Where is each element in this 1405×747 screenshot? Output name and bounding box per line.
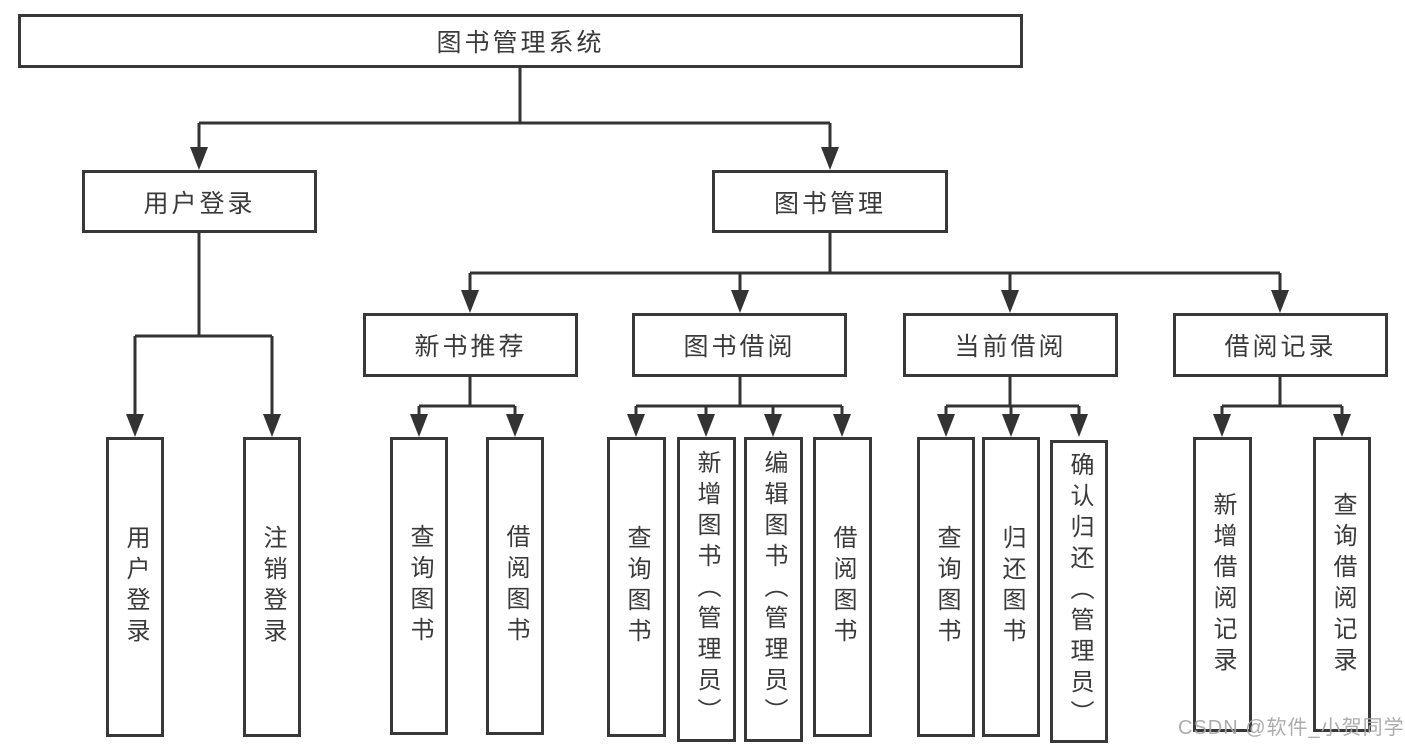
node-book-borrow: 图书借阅 [632,313,847,377]
leaf-confirm-return-admin: 确认归还（管理员） [1050,440,1108,743]
edges-user-login [126,233,281,437]
node-book-management: 图书管理 [712,170,948,233]
leaf-edit-books-admin: 编辑图书（管理员） [744,437,803,742]
leaf-borrow-books-recommend: 借阅图书 [486,437,544,735]
leaf-query-borrow-record: 查询借阅记录 [1313,437,1371,732]
edges-current-borrow [937,377,1088,437]
leaf-borrow-books: 借阅图书 [813,437,872,737]
leaf-return-books: 归还图书 [982,437,1040,737]
leaf-add-borrow-record: 新增借阅记录 [1193,437,1252,732]
edges-borrow-record [1213,377,1351,437]
csdn-watermark: CSDN @软件_小贺同学 [1178,717,1405,739]
leaf-query-books-recommend: 查询图书 [390,437,448,735]
node-user-login: 用户登录 [82,170,317,233]
edges-book-management [461,233,1289,313]
leaf-query-books-current: 查询图书 [917,437,975,737]
edges-book-borrow [627,377,851,437]
edges-root [190,67,839,170]
edges-new-book-recommend [410,377,524,437]
leaf-add-books-admin: 新增图书（管理员） [677,437,736,742]
leaf-user-login: 用户登录 [106,437,164,737]
node-new-book-recommend: 新书推荐 [363,313,578,377]
leaf-logout: 注销登录 [243,437,301,737]
node-current-borrow: 当前借阅 [903,313,1118,377]
node-borrow-record: 借阅记录 [1173,313,1388,377]
leaf-query-books-borrow: 查询图书 [607,437,666,737]
node-root-system: 图书管理系统 [18,14,1023,68]
